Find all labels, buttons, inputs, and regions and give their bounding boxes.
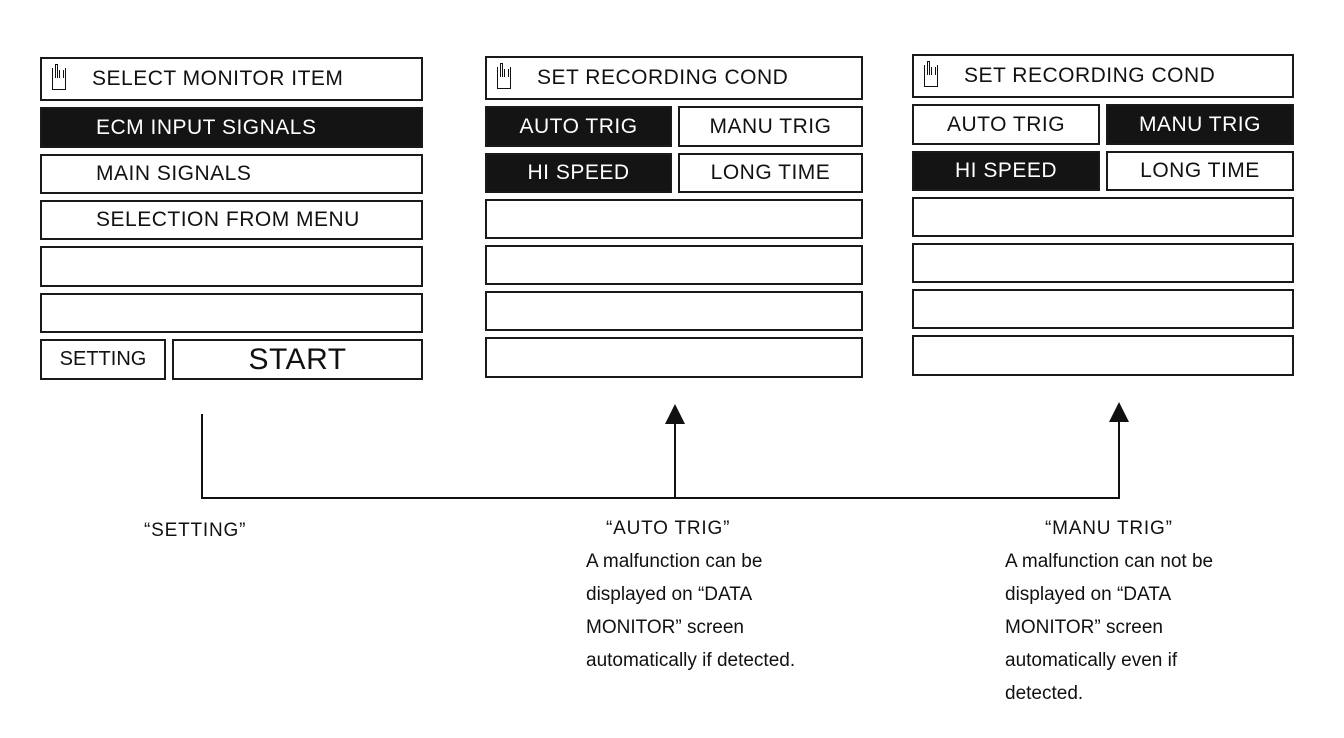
empty-row[interactable] bbox=[485, 245, 863, 285]
empty-row[interactable] bbox=[912, 197, 1294, 237]
empty-row[interactable] bbox=[912, 335, 1294, 376]
empty-row[interactable] bbox=[485, 337, 863, 378]
manu-trig-button[interactable]: MANU TRIG bbox=[678, 106, 863, 147]
connector-auto-vertical bbox=[674, 420, 676, 499]
hi-speed-button[interactable]: HI SPEED bbox=[485, 153, 672, 193]
auto-caption-line: MONITOR” screen bbox=[586, 617, 745, 638]
auto-caption-line: A malfunction can be bbox=[586, 551, 763, 572]
arrow-up-manu-icon bbox=[1109, 402, 1129, 422]
manu-trig-label: MANU TRIG bbox=[1139, 112, 1261, 136]
setting-button[interactable]: SETTING bbox=[40, 339, 166, 380]
start-button[interactable]: START bbox=[172, 339, 423, 380]
auto-caption-line: displayed on “DATA bbox=[586, 584, 753, 605]
select-monitor-title: SELECT MONITOR ITEM bbox=[92, 67, 344, 90]
connector-horizontal bbox=[201, 497, 1120, 499]
long-time-button[interactable]: LONG TIME bbox=[678, 153, 863, 193]
manu-trig-button[interactable]: MANU TRIG bbox=[1106, 104, 1294, 145]
hi-speed-label: HI SPEED bbox=[954, 159, 1058, 182]
auto-trig-caption: “AUTO TRIG” A malfunction can be display… bbox=[586, 512, 795, 677]
long-time-label: LONG TIME bbox=[1140, 159, 1260, 182]
auto-trig-button[interactable]: AUTO TRIG bbox=[912, 104, 1100, 145]
menu-item-ecm-input-signals[interactable]: ECM INPUT SIGNALS bbox=[40, 107, 423, 148]
manu-caption-line: detected. bbox=[1005, 683, 1084, 704]
menu-item-empty[interactable] bbox=[40, 293, 423, 333]
recording-cond-title: SET RECORDING COND bbox=[964, 64, 1216, 87]
auto-caption-title: “AUTO TRIG” bbox=[606, 518, 731, 539]
long-time-button[interactable]: LONG TIME bbox=[1106, 151, 1294, 191]
pointing-hand-icon bbox=[497, 63, 511, 89]
empty-row[interactable] bbox=[912, 289, 1294, 329]
empty-row[interactable] bbox=[912, 243, 1294, 283]
menu-item-label: MAIN SIGNALS bbox=[96, 162, 252, 185]
empty-row[interactable] bbox=[485, 199, 863, 239]
manu-recording-header: SET RECORDING COND bbox=[912, 54, 1294, 98]
manu-caption-line: automatically even if bbox=[1005, 650, 1178, 671]
manu-caption-line: A malfunction can not be bbox=[1005, 551, 1214, 572]
auto-caption-line: automatically if detected. bbox=[586, 650, 796, 671]
hi-speed-button[interactable]: HI SPEED bbox=[912, 151, 1100, 191]
auto-trig-label: AUTO TRIG bbox=[519, 114, 638, 138]
manu-trig-label: MANU TRIG bbox=[709, 114, 832, 138]
empty-row[interactable] bbox=[485, 291, 863, 331]
manu-trig-caption: “MANU TRIG” A malfunction can not be dis… bbox=[1005, 512, 1213, 710]
connector-manu-vertical bbox=[1118, 418, 1120, 499]
menu-item-main-signals[interactable]: MAIN SIGNALS bbox=[40, 154, 423, 194]
setting-button-label: SETTING bbox=[59, 348, 147, 370]
pointing-hand-icon bbox=[52, 64, 66, 90]
arrow-up-auto-icon bbox=[665, 404, 685, 424]
menu-item-selection-from-menu[interactable]: SELECTION FROM MENU bbox=[40, 200, 423, 240]
setting-caption-title: “SETTING” bbox=[144, 520, 247, 541]
manu-caption-line: MONITOR” screen bbox=[1005, 617, 1164, 638]
select-monitor-header: SELECT MONITOR ITEM bbox=[40, 57, 423, 101]
menu-item-empty[interactable] bbox=[40, 246, 423, 287]
long-time-label: LONG TIME bbox=[710, 161, 831, 184]
setting-caption: “SETTING” bbox=[144, 514, 246, 547]
manu-caption-line: displayed on “DATA bbox=[1005, 584, 1172, 605]
auto-recording-header: SET RECORDING COND bbox=[485, 56, 863, 100]
auto-trig-label: AUTO TRIG bbox=[946, 112, 1066, 136]
manu-caption-title: “MANU TRIG” bbox=[1045, 518, 1173, 539]
menu-item-label: ECM INPUT SIGNALS bbox=[96, 115, 317, 139]
start-button-label: START bbox=[248, 342, 347, 376]
auto-trig-button[interactable]: AUTO TRIG bbox=[485, 106, 672, 147]
hi-speed-label: HI SPEED bbox=[527, 161, 630, 184]
pointing-hand-icon bbox=[924, 61, 938, 87]
recording-cond-title: SET RECORDING COND bbox=[537, 66, 789, 89]
menu-item-label: SELECTION FROM MENU bbox=[96, 208, 360, 231]
connector-setting-vertical bbox=[201, 414, 203, 499]
